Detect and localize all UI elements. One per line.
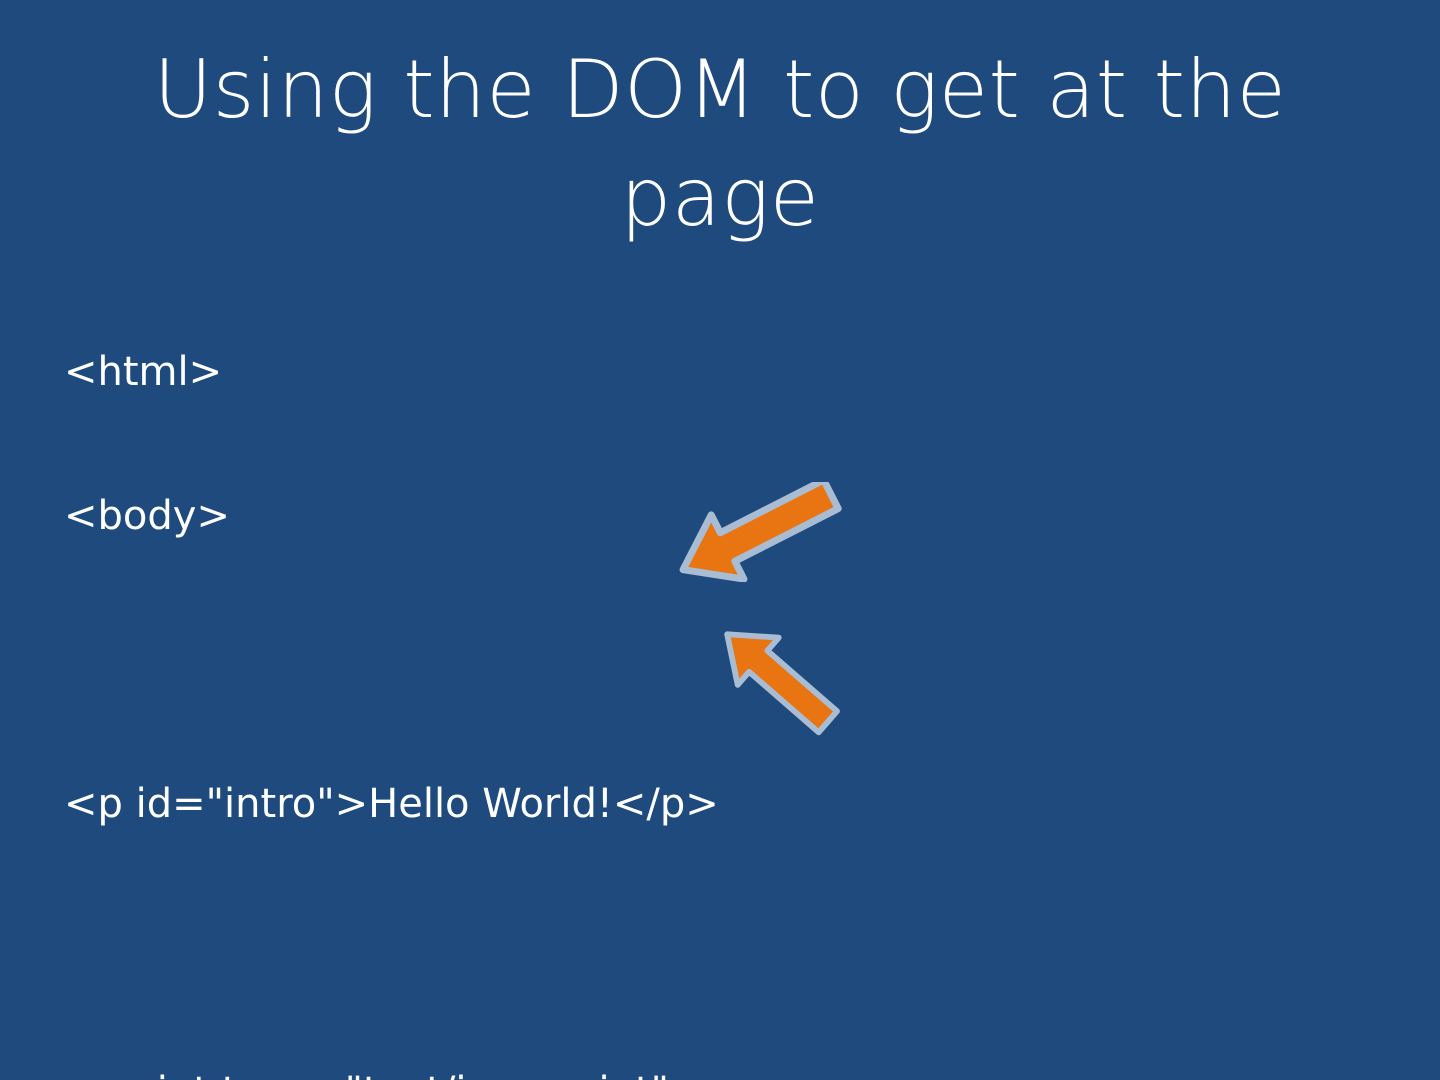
code-listing: <html> <body> <p id="intro">Hello World!… xyxy=(64,252,1364,1080)
code-line: <script type="text/javascript"> xyxy=(64,1068,1364,1080)
code-line: <p id="intro">Hello World!</p> xyxy=(64,781,719,827)
annotation-arrow-icon xyxy=(679,482,842,582)
code-line: <body> xyxy=(64,493,230,539)
code-line-blank xyxy=(64,924,1364,972)
page-title: Using the DOM to get at the page xyxy=(153,43,1287,244)
code-line: <html> xyxy=(64,349,223,395)
annotation-arrow-icon xyxy=(724,631,840,736)
